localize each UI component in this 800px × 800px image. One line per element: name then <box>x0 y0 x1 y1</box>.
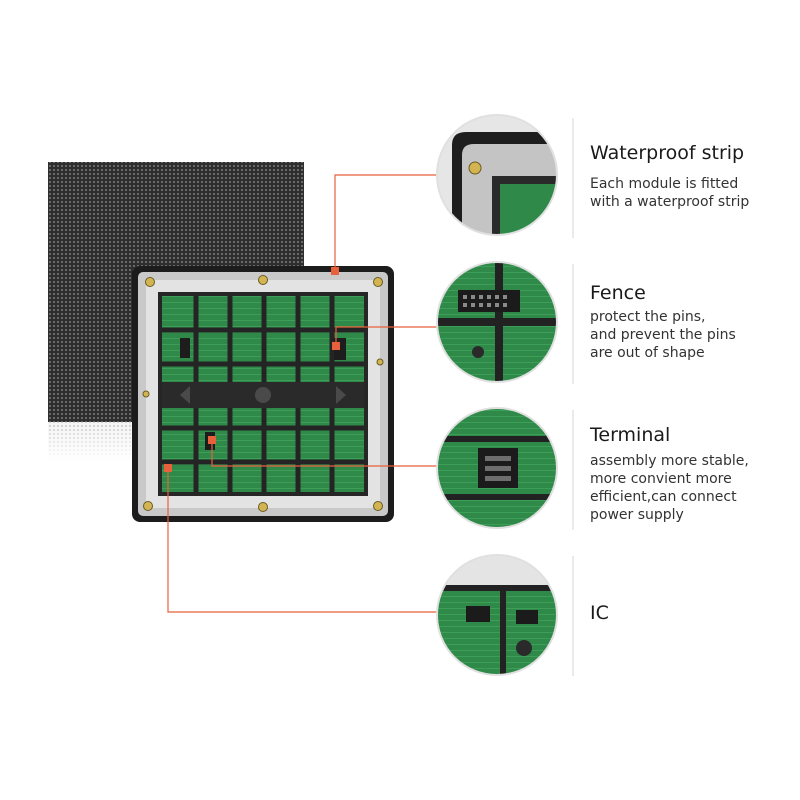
desc-line: more convient more <box>590 471 732 487</box>
pcb-grid <box>162 296 364 492</box>
desc-line: with a waterproof strip <box>590 194 750 210</box>
mounting-screws <box>142 275 384 512</box>
desc-line: assembly more stable, <box>590 453 749 469</box>
desc-line: Each module is fitted <box>590 176 739 192</box>
ic-closeup <box>436 554 558 676</box>
feature-title-ic: IC <box>590 602 609 624</box>
led-module-back <box>132 266 394 522</box>
fence-closeup <box>436 261 558 383</box>
feature-title-terminal: Terminal <box>590 424 671 446</box>
desc-line: protect the pins, <box>590 309 706 325</box>
desc-line: efficient,can connect <box>590 489 737 505</box>
waterproof-strip-closeup <box>436 114 558 236</box>
feature-desc-fence: protect the pins, and prevent the pins a… <box>590 308 736 362</box>
feature-title-waterproof-strip: Waterproof strip <box>590 142 745 164</box>
callout-dots <box>164 267 340 472</box>
feature-desc-waterproof-strip: Each module is fitted with a waterproof … <box>590 175 749 211</box>
feature-title-fence: Fence <box>590 282 646 304</box>
desc-line: power supply <box>590 507 684 523</box>
desc-line: are out of shape <box>590 345 705 361</box>
feature-desc-terminal: assembly more stable, more convient more… <box>590 452 749 524</box>
desc-line: and prevent the pins <box>590 327 736 343</box>
callout-lines <box>167 174 437 613</box>
terminal-closeup <box>436 407 558 529</box>
